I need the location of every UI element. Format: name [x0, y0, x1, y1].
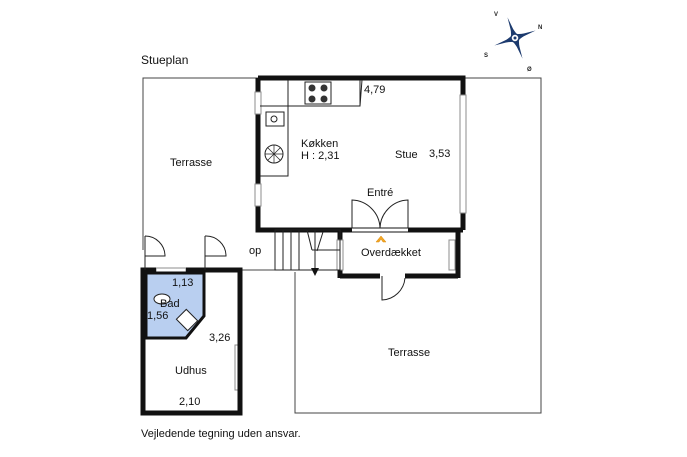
- dim-4-79: 4,79: [364, 84, 385, 96]
- stairs: [274, 229, 341, 271]
- dim-1-56: 1,56: [147, 310, 168, 322]
- stove-icon: [304, 81, 332, 105]
- up-arrow-icon: [375, 235, 387, 243]
- sink-icon: [265, 111, 285, 127]
- label-kokken: Køkken: [301, 138, 338, 150]
- kitchen-counter: [260, 79, 363, 177]
- compass-v: V: [494, 12, 498, 18]
- compass-rose-icon: [494, 17, 536, 59]
- label-terrasse-top: Terrasse: [170, 157, 212, 169]
- label-entre: Entré: [367, 187, 393, 199]
- disclaimer: Vejledende tegning uden ansvar.: [141, 428, 301, 440]
- dim-3-26: 3,26: [209, 332, 230, 344]
- entry-door-icon: [351, 199, 409, 232]
- windows: [155, 91, 467, 391]
- compass-o: Ø: [527, 67, 532, 73]
- dim-1-13: 1,13: [172, 277, 193, 289]
- label-terrasse-bottom: Terrasse: [388, 347, 430, 359]
- stair-arrow-icon: [311, 268, 319, 276]
- label-op: op: [249, 245, 261, 257]
- toilet-icon: [153, 293, 199, 332]
- lower-door-icon: [381, 276, 406, 301]
- label-overdaekket: Overdækket: [361, 247, 421, 259]
- label-udhus: Udhus: [175, 365, 207, 377]
- label-bad: Bad: [160, 298, 180, 310]
- compass-n: N: [538, 25, 542, 31]
- plan-title: Stueplan: [141, 53, 188, 67]
- label-kokken-height: H : 2,31: [301, 150, 340, 162]
- dim-2-10: 2,10: [179, 396, 200, 408]
- compass-s: S: [484, 53, 488, 59]
- bath-door-icon: [144, 235, 227, 270]
- fan-icon: [264, 144, 284, 164]
- dim-3-53: 3,53: [429, 148, 450, 160]
- label-stue: Stue: [395, 149, 418, 161]
